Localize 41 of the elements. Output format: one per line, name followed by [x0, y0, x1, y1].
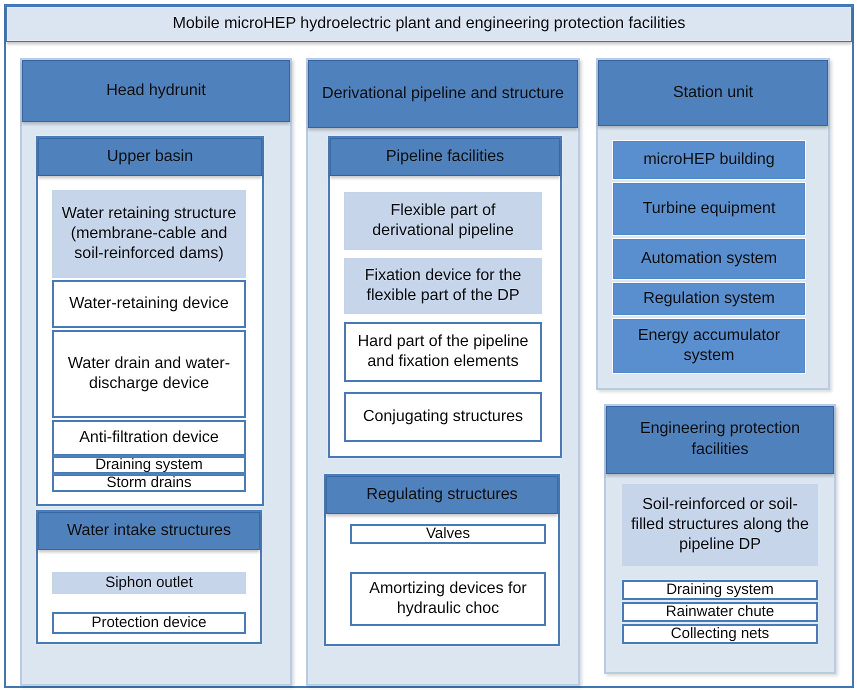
- group-panel: [324, 474, 560, 646]
- component-box: Hard part of the pipeline and fixation elements: [344, 322, 542, 382]
- component-box: Valves: [350, 524, 546, 544]
- component-box: Storm drains: [52, 474, 246, 492]
- component-box: microHEP building: [612, 140, 806, 180]
- section-header: Head hydrunit: [22, 60, 290, 122]
- component-box: Automation system: [612, 238, 806, 280]
- component-box: Draining system: [622, 580, 818, 600]
- section-header: Engineering protection facilities: [606, 406, 834, 474]
- component-box: Fixation device for the flexible part of the DP: [344, 258, 542, 314]
- diagram-frame: [4, 4, 854, 688]
- component-box: Protection device: [52, 612, 246, 634]
- component-box: Amortizing devices for hydraulic choc: [350, 572, 546, 626]
- component-box: Siphon outlet: [52, 572, 246, 594]
- component-box: Anti-filtration device: [52, 420, 246, 456]
- group-panel: [328, 136, 562, 458]
- component-box: Collecting nets: [622, 624, 818, 644]
- component-box: Water-retaining device: [52, 280, 246, 328]
- section-header: Regulating structures: [326, 476, 558, 514]
- column-panel: [306, 58, 580, 686]
- column-panel: [604, 404, 836, 674]
- component-box: Regulation system: [612, 282, 806, 316]
- component-box: Draining system: [52, 456, 246, 474]
- component-box: Conjugating structures: [344, 392, 542, 442]
- component-box: Rainwater chute: [622, 602, 818, 622]
- column-panel: [596, 58, 830, 390]
- component-box: Energy accumulator system: [612, 318, 806, 374]
- section-header: Water intake structures: [38, 512, 260, 550]
- component-box: Turbine equipment: [612, 182, 806, 236]
- component-box: Soil-reinforced or soil-filled structures along the pipeline DP: [622, 484, 818, 566]
- section-header: Mobile microHEP hydroelectric plant and engineering protection facilities: [6, 6, 852, 42]
- group-panel: [36, 510, 262, 644]
- section-header: Pipeline facilities: [330, 138, 560, 176]
- group-panel: [36, 136, 264, 506]
- component-box: Water retaining structure (membrane-cable and soil-reinforced dams): [52, 190, 246, 278]
- section-header: Station unit: [598, 60, 828, 126]
- section-header: Upper basin: [38, 138, 262, 176]
- component-box: Water drain and water-discharge device: [52, 330, 246, 418]
- column-panel: [20, 58, 292, 686]
- component-box: Flexible part of derivational pipeline: [344, 192, 542, 250]
- section-header: Derivational pipeline and structure: [308, 60, 578, 128]
